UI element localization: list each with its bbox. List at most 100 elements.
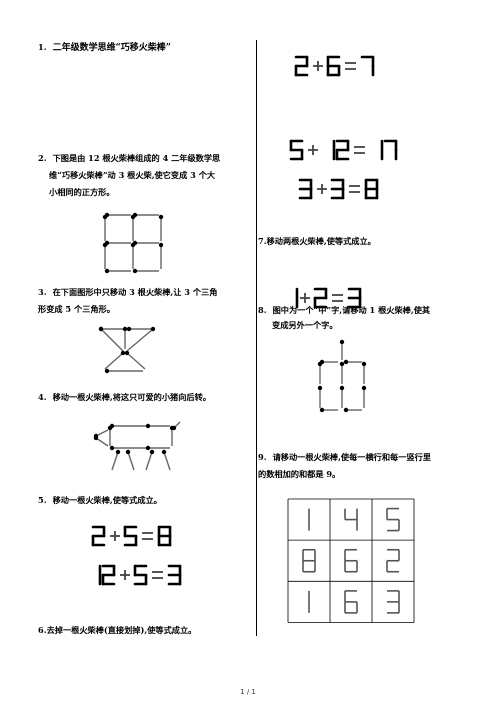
matchstick-head xyxy=(343,407,349,413)
digit-3 xyxy=(330,178,345,200)
matchstick-head xyxy=(145,423,151,429)
matchstick xyxy=(95,429,109,437)
matchstick-head xyxy=(361,361,367,367)
matchstick-head xyxy=(339,361,345,367)
matchstick-head xyxy=(343,359,349,365)
matchstick-head xyxy=(317,361,323,367)
grid-cell-1-0 xyxy=(302,548,316,573)
digit-7 xyxy=(360,55,375,77)
equals-sign xyxy=(354,146,365,154)
grid-cell-0-1 xyxy=(344,508,358,531)
digit-5 xyxy=(123,525,138,547)
question-1: 1.二年级数学思维“巧移火柴棒” xyxy=(38,42,171,53)
number-grid xyxy=(287,498,415,623)
digit-3 xyxy=(347,287,362,309)
matchstick xyxy=(127,451,135,471)
equation-7a xyxy=(289,139,398,161)
matchstick-head xyxy=(130,214,136,220)
matchstick xyxy=(145,451,153,471)
plus-sign xyxy=(110,531,120,541)
matchstick-head xyxy=(145,445,151,451)
digit-5 xyxy=(289,139,304,161)
equals-sign xyxy=(345,62,356,70)
matchstick-zhong-figure xyxy=(317,339,367,413)
matchstick-head xyxy=(132,268,138,274)
matchstick-pig-figure xyxy=(93,421,181,471)
equation-7b xyxy=(298,178,379,200)
digit-7 xyxy=(383,139,398,161)
matchstick-head xyxy=(109,445,115,451)
plus-sign xyxy=(300,293,310,303)
grid-cell-1-2 xyxy=(386,548,400,573)
digit-2 xyxy=(91,525,106,547)
matchstick-head xyxy=(150,326,156,332)
matchstick-head xyxy=(104,268,110,274)
plus-sign xyxy=(308,145,318,155)
matchstick-head xyxy=(319,407,325,413)
matchstick-head xyxy=(361,385,367,391)
question-9: 9.请移动一根火柴棒,使每一横行和每一竖行里 的数相加的和都是 9。 xyxy=(258,452,431,479)
matchstick-head xyxy=(171,425,177,431)
matchstick-head xyxy=(104,368,110,374)
question-4: 4.移动一根火柴棒,将这只可爱的小猪向后转。 xyxy=(38,392,211,402)
matchstick-head xyxy=(158,242,164,248)
equals-sign xyxy=(349,185,360,193)
matchstick-head xyxy=(107,425,113,431)
matchstick-head xyxy=(125,449,131,455)
digit-3 xyxy=(298,178,313,200)
matchstick-head xyxy=(317,385,323,391)
digit-3 xyxy=(167,564,182,586)
equals-sign xyxy=(142,532,153,540)
question-3: 3.在下面图形中只移动 3 根火柴棒,让 3 个三角 形变成 5 个三角形。 xyxy=(38,287,218,314)
plus-sign xyxy=(313,61,323,71)
digit-6 xyxy=(326,55,341,77)
matchstick-squares-figure xyxy=(102,212,164,274)
digit-8 xyxy=(157,525,172,547)
matchstick-triangles-figure xyxy=(98,326,156,374)
matchstick xyxy=(100,328,124,352)
digit-2 xyxy=(294,55,309,77)
digit-2 xyxy=(101,564,116,586)
digit-5 xyxy=(133,564,148,586)
matchstick-head xyxy=(102,214,108,220)
matchstick-head xyxy=(149,449,155,455)
matchstick xyxy=(95,437,109,447)
matchstick-head xyxy=(126,326,132,332)
plus-sign xyxy=(120,570,130,580)
matchstick-head xyxy=(102,242,108,248)
matchstick-head xyxy=(124,350,130,356)
matchstick-head xyxy=(161,449,167,455)
matchstick-head xyxy=(93,435,99,441)
digit-8 xyxy=(364,178,379,200)
question-2: 2.下图是由 12 根火柴棒组成的 4 二年级数学思 维“巧移火柴棒”动 3 根… xyxy=(38,153,221,197)
digit-2 xyxy=(313,287,328,309)
equation-5a xyxy=(91,525,172,547)
page-number: 1 / 1 xyxy=(240,688,256,696)
grid-cell-0-2 xyxy=(386,507,400,532)
matchstick-head xyxy=(158,214,164,220)
question-8: 8.图中为一个“中”字,请移动 1 根火柴棒,使其 变成另外一个字。 xyxy=(258,305,431,330)
equals-sign xyxy=(332,294,343,302)
equals-sign xyxy=(152,571,163,579)
question-6: 6.去掉一根火柴棒(直接划掉),使等式成立。 xyxy=(38,625,197,635)
matchstick-head xyxy=(120,350,126,356)
grid-cell-2-1 xyxy=(344,590,358,614)
grid-cell-2-2 xyxy=(387,590,400,614)
matchstick-head xyxy=(98,326,104,332)
matchstick xyxy=(126,328,154,352)
column-divider xyxy=(256,40,257,636)
matchstick-head xyxy=(122,326,128,332)
equation-8 xyxy=(295,287,362,309)
digit-2 xyxy=(335,139,350,161)
matchstick xyxy=(111,451,119,471)
question-7: 7.移动两根火柴棒,使等式成立。 xyxy=(258,236,376,246)
matchstick xyxy=(104,352,124,370)
matchstick xyxy=(163,451,171,471)
equation-6 xyxy=(294,55,375,77)
equation-5b xyxy=(98,564,182,586)
question-5: 5.移动一根火柴棒,使等式成立。 xyxy=(38,495,162,505)
matchstick-head xyxy=(339,385,345,391)
matchstick-head xyxy=(115,449,121,455)
matchstick-head xyxy=(130,242,136,248)
grid-cell-1-1 xyxy=(344,548,358,573)
